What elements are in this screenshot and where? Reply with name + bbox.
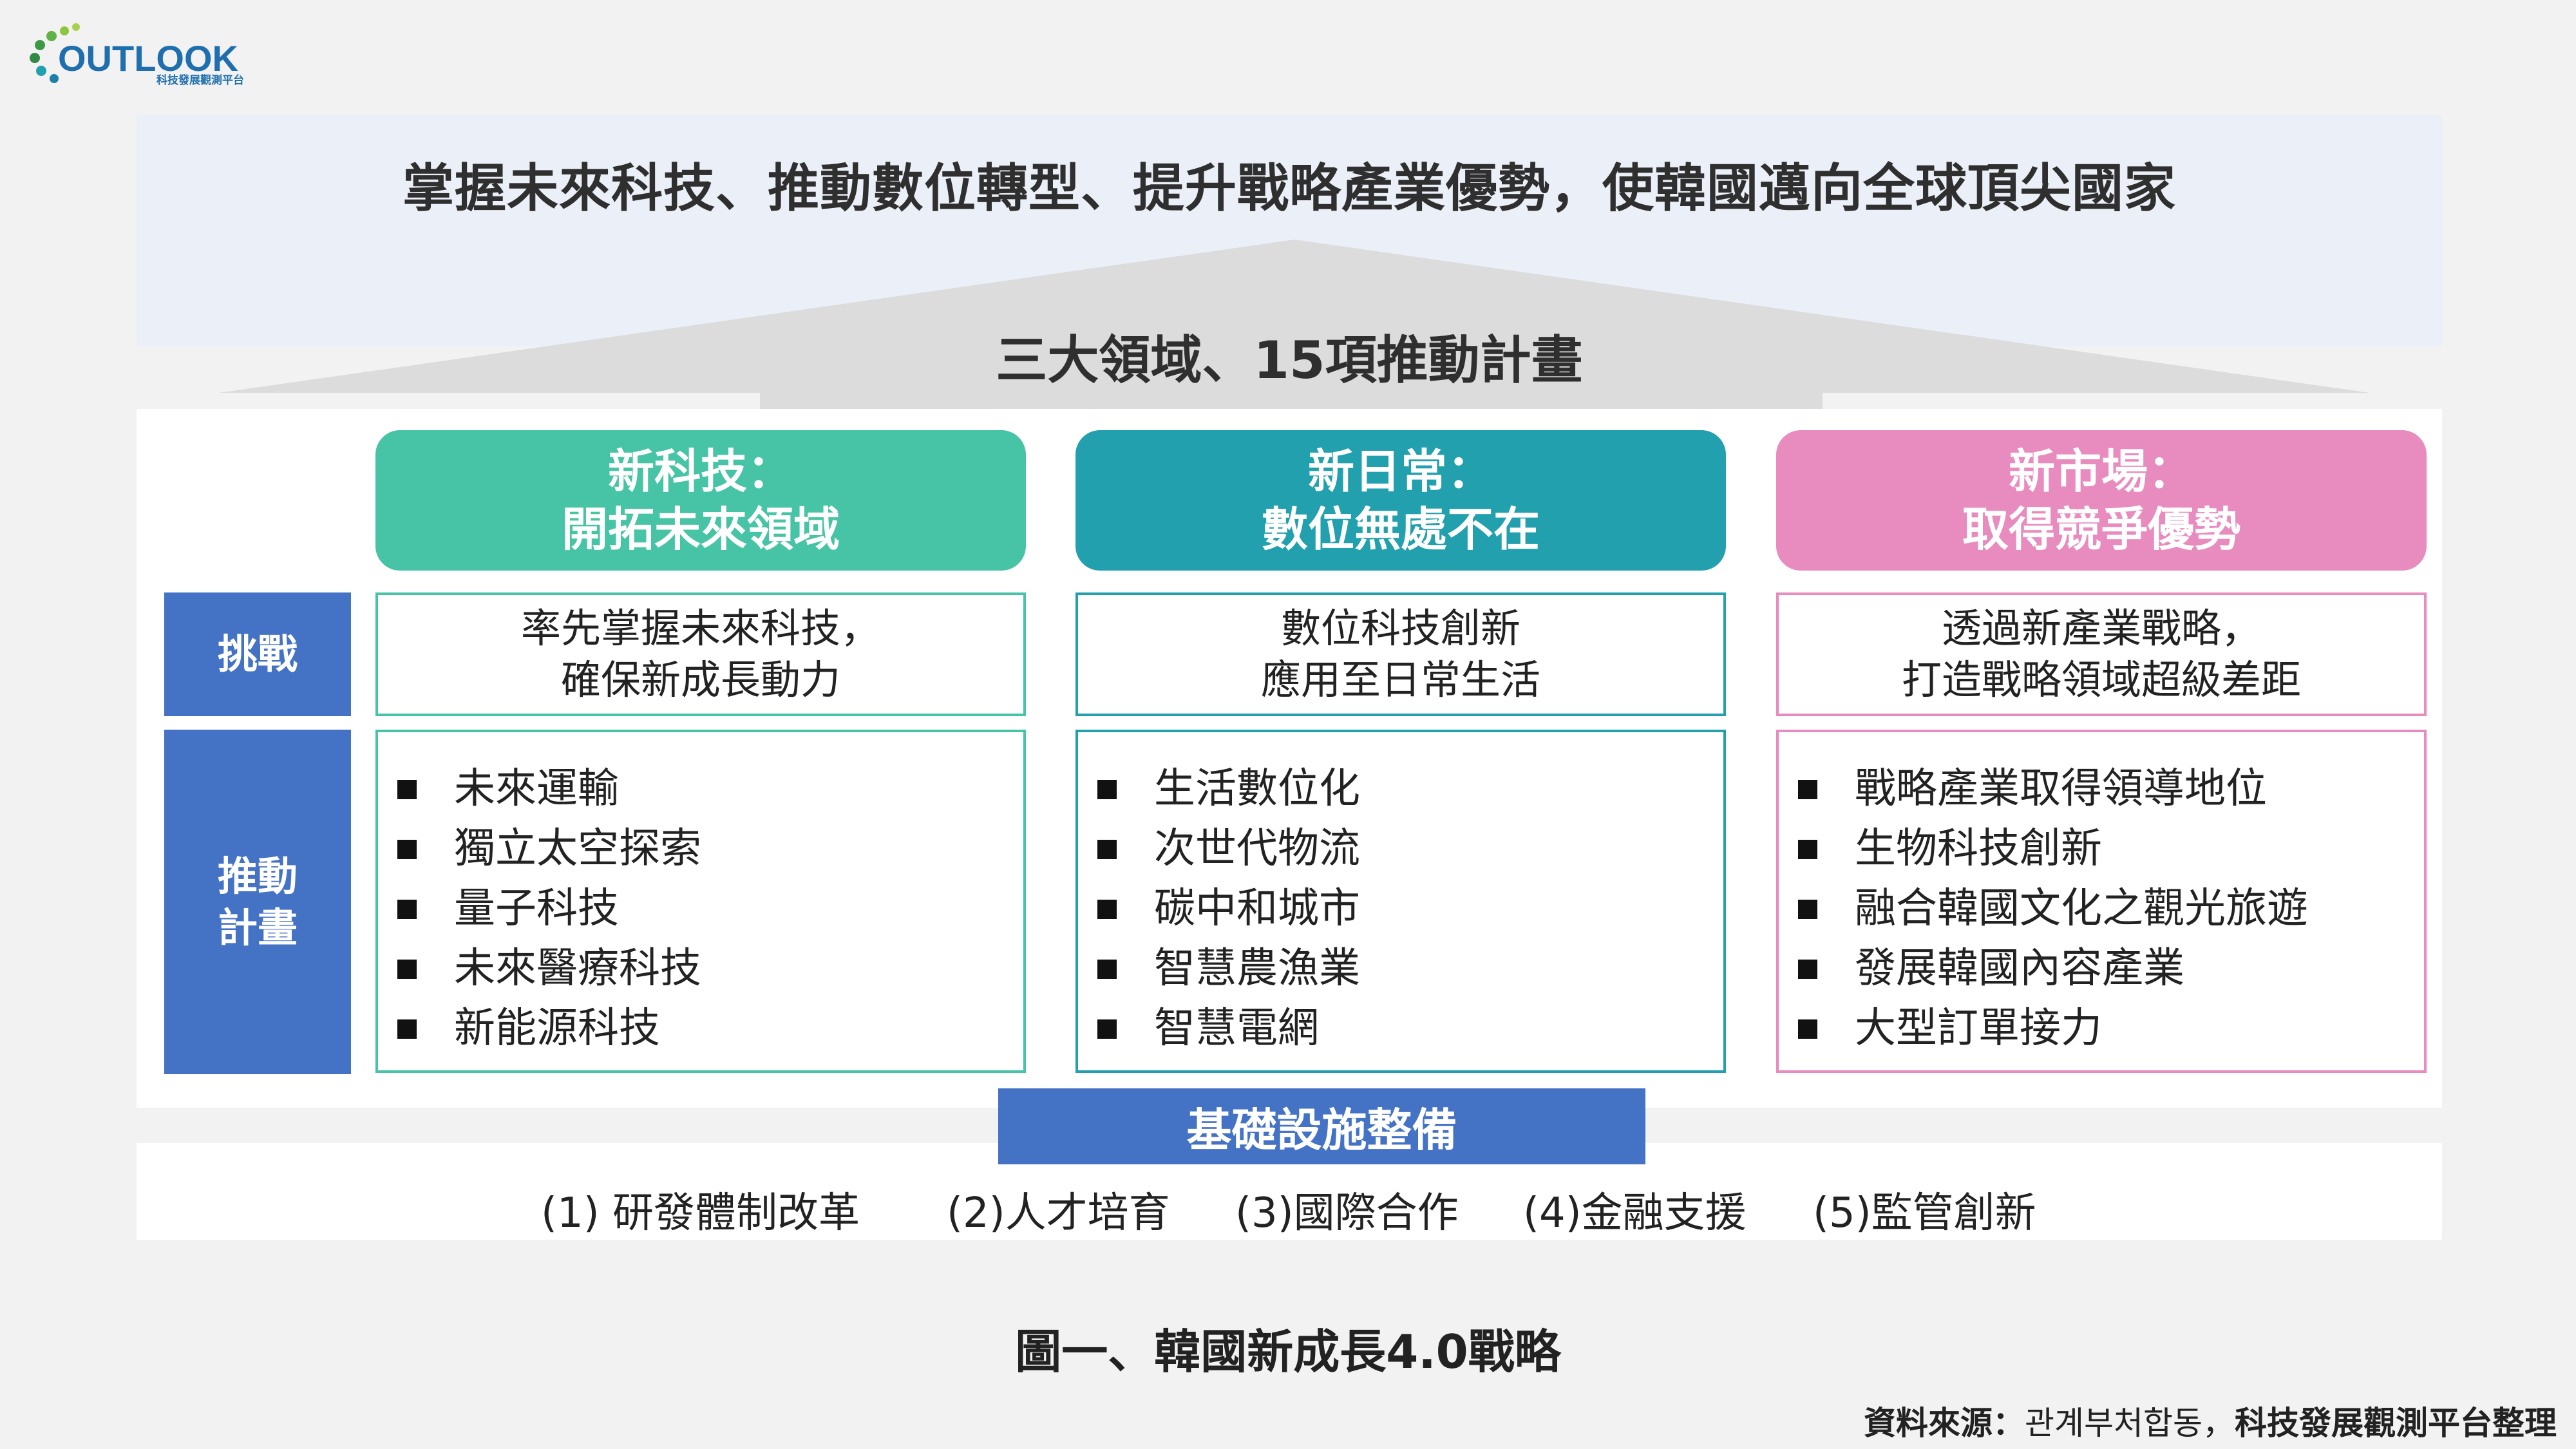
challenge-line1: 透過新產業戰略， xyxy=(1941,605,2261,652)
plan-item: 碳中和城市 xyxy=(1097,879,1723,939)
column-header-new-tech: 新科技： 開拓未來領域 xyxy=(375,430,1026,571)
column-header-line2: 取得競爭優勢 xyxy=(1962,502,2240,556)
areas-title: 三大領域、15項推動計畫 xyxy=(996,330,1583,390)
plan-item: 獨立太空探索 xyxy=(397,819,1023,879)
square-bullet-icon xyxy=(1097,959,1117,979)
square-bullet-icon xyxy=(1097,899,1117,919)
plan-item: 次世代物流 xyxy=(1097,819,1723,879)
column-header-line1: 新市場： xyxy=(2008,444,2194,498)
plan-box-new-tech: 未來運輸 獨立太空探索 量子科技 未來醫療科技 新能源科技 xyxy=(375,730,1026,1073)
plan-item: 融合韓國文化之觀光旅遊 xyxy=(1798,879,2424,939)
square-bullet-icon xyxy=(1798,839,1817,859)
plan-box-new-market: 戰略產業取得領導地位 生物科技創新 融合韓國文化之觀光旅遊 發展韓國內容產業 大… xyxy=(1776,730,2427,1073)
challenge-line1: 率先掌握未來科技， xyxy=(520,605,880,652)
infrastructure-item: (4)金融支援 xyxy=(1523,1189,1747,1237)
logo-graphic: OUTLOOK 科技發展觀測平台 xyxy=(30,23,244,87)
row-label-plans-line2: 計畫 xyxy=(217,904,298,951)
row-label-plans: 推動 計畫 xyxy=(164,730,351,1074)
row-label-challenge: 挑戰 xyxy=(164,592,351,716)
outlook-logo: OUTLOOK 科技發展觀測平台 xyxy=(18,12,250,89)
infrastructure-item: (1) 研發體制改革 xyxy=(541,1189,860,1237)
row-label-challenge-text: 挑戰 xyxy=(217,630,298,677)
challenge-line2: 應用至日常生活 xyxy=(1260,656,1540,703)
plan-item: 大型訂單接力 xyxy=(1798,999,2424,1059)
plan-item: 戰略產業取得領導地位 xyxy=(1798,759,2424,819)
vision-statement: 掌握未來科技、推動數位轉型、提升戰略產業優勢，使韓國邁向全球頂尖國家 xyxy=(402,158,2176,218)
square-bullet-icon xyxy=(397,959,417,979)
column-header-new-market: 新市場： 取得競爭優勢 xyxy=(1776,430,2427,571)
plan-item: 生活數位化 xyxy=(1097,759,1723,819)
square-bullet-icon xyxy=(1097,839,1117,859)
plan-item: 未來運輸 xyxy=(397,759,1023,819)
source-label: 資料來源： xyxy=(1864,1405,2025,1442)
infrastructure-item: (3)國際合作 xyxy=(1235,1189,1459,1237)
square-bullet-icon xyxy=(397,1019,417,1039)
square-bullet-icon xyxy=(1097,1019,1117,1039)
row-label-plans-line1: 推動 xyxy=(217,852,298,900)
challenge-box-new-market: 透過新產業戰略， 打造戰略領域超級差距 xyxy=(1776,592,2427,716)
plan-list: 生活數位化 次世代物流 碳中和城市 智慧農漁業 智慧電網 xyxy=(1078,732,1723,1059)
square-bullet-icon xyxy=(1097,779,1117,799)
column-header-new-daily: 新日常： 數位無處不在 xyxy=(1075,430,1726,571)
svg-text:科技發展觀測平台: 科技發展觀測平台 xyxy=(156,73,244,87)
infrastructure-item: (2)人才培育 xyxy=(947,1189,1170,1237)
plan-box-new-daily: 生活數位化 次世代物流 碳中和城市 智慧農漁業 智慧電網 xyxy=(1075,730,1726,1073)
square-bullet-icon xyxy=(1798,959,1817,979)
column-header-line1: 新日常： xyxy=(1307,444,1493,498)
square-bullet-icon xyxy=(397,899,417,919)
plan-item: 生物科技創新 xyxy=(1798,819,2424,879)
infrastructure-title: 基礎設施整備 xyxy=(998,1088,1645,1164)
square-bullet-icon xyxy=(1798,779,1817,799)
svg-text:OUTLOOK: OUTLOOK xyxy=(58,38,238,79)
column-header-line1: 新科技： xyxy=(607,444,793,498)
column-header-line2: 開拓未來領域 xyxy=(561,502,840,556)
square-bullet-icon xyxy=(1798,899,1817,919)
infrastructure-item: (5)監管創新 xyxy=(1813,1189,2036,1237)
source-org: 科技發展觀測平台整理 xyxy=(2235,1405,2557,1442)
challenge-line2: 打造戰略領域超級差距 xyxy=(1901,656,2301,703)
figure-caption: 圖一、韓國新成長4.0戰略 xyxy=(1015,1325,1561,1379)
plan-item: 新能源科技 xyxy=(397,999,1023,1059)
plan-item: 發展韓國內容產業 xyxy=(1798,939,2424,999)
square-bullet-icon xyxy=(397,779,417,799)
plan-item: 智慧農漁業 xyxy=(1097,939,1723,999)
plan-item: 智慧電網 xyxy=(1097,999,1723,1059)
challenge-box-new-tech: 率先掌握未來科技， 確保新成長動力 xyxy=(375,592,1026,716)
source-text: 관계부처합동， xyxy=(2025,1405,2235,1442)
challenge-line2: 確保新成長動力 xyxy=(560,656,840,703)
challenge-box-new-daily: 數位科技創新 應用至日常生活 xyxy=(1075,592,1726,716)
square-bullet-icon xyxy=(397,839,417,859)
column-header-line2: 數位無處不在 xyxy=(1261,502,1540,556)
plan-list: 未來運輸 獨立太空探索 量子科技 未來醫療科技 新能源科技 xyxy=(378,732,1023,1059)
challenge-line1: 數位科技創新 xyxy=(1280,605,1520,652)
plan-item: 量子科技 xyxy=(397,879,1023,939)
plan-list: 戰略產業取得領導地位 生物科技創新 融合韓國文化之觀光旅遊 發展韓國內容產業 大… xyxy=(1779,732,2424,1059)
square-bullet-icon xyxy=(1798,1019,1817,1039)
plan-item: 未來醫療科技 xyxy=(397,939,1023,999)
source-line: 資料來源：관계부처합동，科技發展觀測平台整理 xyxy=(1864,1397,2557,1444)
